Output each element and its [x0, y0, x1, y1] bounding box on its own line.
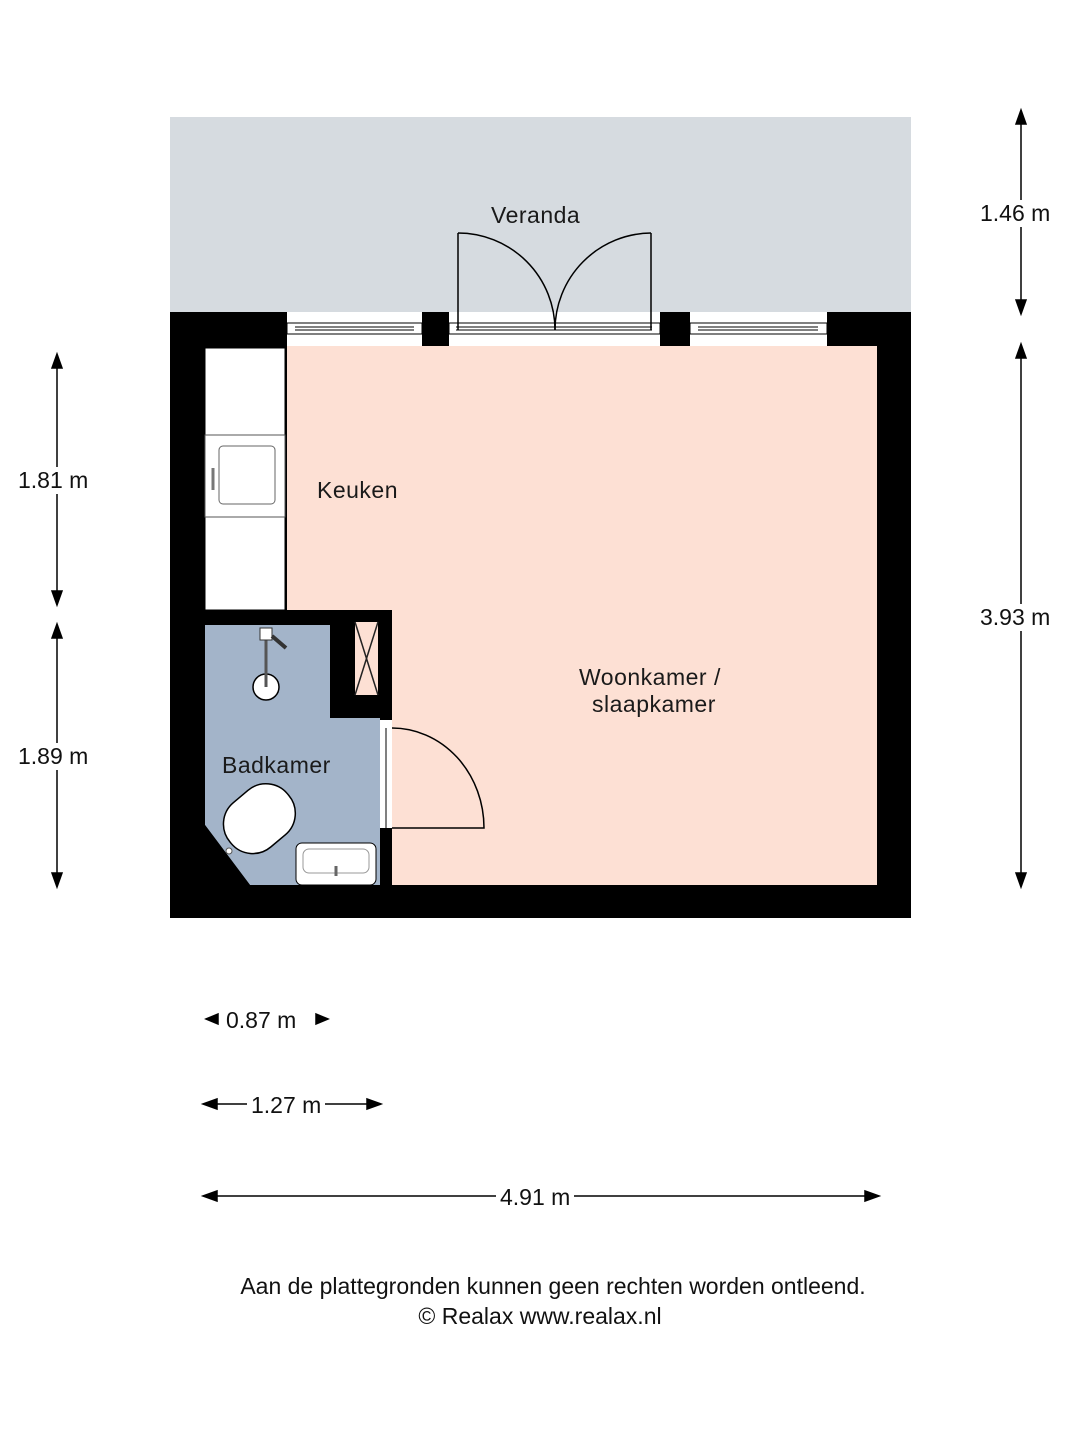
room-label-badkamer: Badkamer [222, 752, 331, 778]
toilet-icon [222, 783, 297, 855]
dim-width-087: 0.87 m [222, 1007, 301, 1034]
dim-kitchen-depth: 1.81 m [14, 467, 93, 494]
dim-veranda-depth: 1.46 m [976, 200, 1055, 227]
room-label-veranda: Veranda [491, 202, 581, 228]
copyright: © Realax www.realax.nl [418, 1303, 662, 1329]
room-label-keuken: Keuken [317, 477, 399, 503]
dim-bath-depth: 1.89 m [14, 743, 93, 770]
dim-width-127: 1.27 m [247, 1092, 326, 1119]
bath-sink-icon [295, 842, 377, 886]
room-label-woonkamer: Woonkamer / [579, 664, 721, 690]
veranda-double-door [457, 232, 652, 331]
bathroom-door [380, 720, 485, 829]
dim-total-width: 4.91 m [496, 1184, 575, 1211]
disclaimer: Aan de plattegronden kunnen geen rechten… [240, 1273, 866, 1299]
windows [286, 312, 828, 346]
shaft-cross-icon [354, 621, 379, 696]
shower-icon [252, 627, 288, 701]
kitchen-sink-icon [204, 434, 286, 518]
dim-living-depth: 3.93 m [976, 604, 1055, 631]
bath-corner [205, 825, 250, 885]
room-label-slaapkamer: slaapkamer [592, 691, 716, 717]
